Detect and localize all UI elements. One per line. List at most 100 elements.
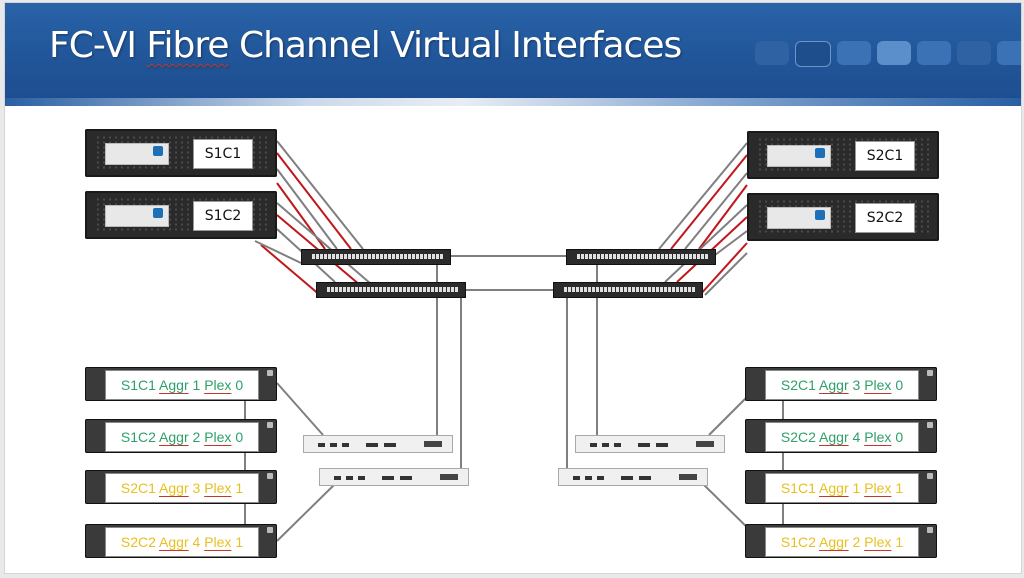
disk-shelf-site2-4: S1C2 Aggr 2 Plex 1: [745, 524, 937, 558]
shelf-face: S1C2 Aggr 2 Plex 0: [105, 422, 259, 452]
shelf-led: [267, 527, 273, 533]
title-suffix: Channel Virtual Interfaces: [228, 25, 682, 66]
bridge-port: [602, 443, 609, 447]
bridge-port: [384, 443, 396, 447]
bridge-port: [318, 443, 325, 447]
slide: FC-VI Fibre Channel Virtual Interfaces S…: [4, 2, 1022, 574]
shelf-label: S2C1 Aggr 3 Plex 1: [120, 480, 244, 496]
fc-sas-bridge-site2-b: [558, 468, 708, 486]
bridge-port: [382, 476, 394, 480]
fc-sas-bridge-site1-b: [319, 468, 469, 486]
shelf-led: [927, 422, 933, 428]
netapp-logo-icon: [153, 146, 163, 156]
bridge-port: [590, 443, 597, 447]
switch-ports: [564, 287, 696, 292]
shelf-face: S1C1 Aggr 1 Plex 0: [105, 370, 259, 400]
bridge-port: [330, 443, 337, 447]
shelf-face: S1C2 Aggr 2 Plex 1: [765, 527, 919, 557]
decorative-square: [795, 41, 831, 67]
bridge-port: [400, 476, 412, 480]
fc-switch-site1-a: [301, 249, 451, 265]
bridge-port: [614, 443, 621, 447]
shelf-led: [267, 422, 273, 428]
bridge-brand-tag: [440, 474, 458, 480]
fc-cable: [276, 140, 364, 250]
disk-shelf-site2-2: S2C2 Aggr 4 Plex 0: [745, 419, 937, 453]
shelf-led: [927, 473, 933, 479]
shelf-label: S1C2 Aggr 2 Plex 1: [780, 534, 904, 550]
disk-shelf-site1-1: S1C1 Aggr 1 Plex 0: [85, 367, 277, 401]
shelf-led: [267, 473, 273, 479]
netapp-logo-icon: [153, 208, 163, 218]
fcvi-cable: [276, 152, 352, 250]
title-banner: FC-VI Fibre Channel Virtual Interfaces: [5, 3, 1021, 106]
shelf-led: [267, 370, 273, 376]
decorative-squares: [755, 41, 1021, 67]
shelf-led: [927, 527, 933, 533]
sas-cable: [276, 382, 324, 436]
cable-diagram: [244, 140, 784, 542]
bridge-brand-tag: [679, 474, 697, 480]
shelf-led: [927, 370, 933, 376]
fcvi-cable: [260, 244, 322, 297]
fc-cable: [704, 252, 748, 296]
decorative-square: [997, 41, 1021, 65]
sas-cable: [276, 483, 336, 542]
controller-label: S1C2: [193, 201, 253, 231]
shelf-label: S1C1 Aggr 1 Plex 0: [120, 377, 244, 393]
disk-shelf-site1-4: S2C2 Aggr 4 Plex 1: [85, 524, 277, 558]
bridge-port: [597, 476, 604, 480]
fc-sas-bridge-site1-a: [303, 435, 453, 453]
controller-s2c1: S2C1: [747, 131, 939, 179]
shelf-face: S2C2 Aggr 4 Plex 0: [765, 422, 919, 452]
decorative-square: [957, 41, 991, 65]
fc-cable: [684, 172, 748, 250]
netapp-logo-icon: [815, 148, 825, 158]
netapp-logo-icon: [815, 210, 825, 220]
controller-s1c1: S1C1: [85, 129, 277, 177]
fcvi-cable: [698, 184, 748, 250]
decorative-square: [837, 41, 871, 65]
controller-label: S1C1: [193, 139, 253, 169]
shelf-label: S1C2 Aggr 2 Plex 0: [120, 429, 244, 445]
fc-switch-site2-b: [553, 282, 703, 298]
fc-sas-bridge-site2-a: [575, 435, 725, 453]
fc-cable: [658, 142, 748, 250]
decorative-square: [917, 41, 951, 65]
bridge-port: [366, 443, 378, 447]
disk-shelf-site2-1: S2C1 Aggr 3 Plex 0: [745, 367, 937, 401]
bridge-port: [621, 476, 633, 480]
fc-switch-site2-a: [566, 249, 716, 265]
slide-title: FC-VI Fibre Channel Virtual Interfaces: [49, 25, 682, 66]
shelf-label: S2C2 Aggr 4 Plex 0: [780, 429, 904, 445]
shelf-face: S2C2 Aggr 4 Plex 1: [105, 527, 259, 557]
fcvi-cable: [698, 242, 748, 297]
disk-shelf-site2-3: S1C1 Aggr 1 Plex 1: [745, 470, 937, 504]
controller-label: S2C2: [855, 203, 915, 233]
fcvi-cable: [670, 154, 748, 250]
fc-switch-site1-b: [316, 282, 466, 298]
shelf-face: S1C1 Aggr 1 Plex 1: [765, 473, 919, 503]
title-spellcheck-word: Fibre: [146, 25, 229, 66]
disk-shelf-site1-3: S2C1 Aggr 3 Plex 1: [85, 470, 277, 504]
switch-ports: [327, 287, 459, 292]
controller-s2c2: S2C2: [747, 193, 939, 241]
shelf-label: S1C1 Aggr 1 Plex 1: [780, 480, 904, 496]
bridge-port: [638, 443, 650, 447]
shelf-face: S2C1 Aggr 3 Plex 1: [105, 473, 259, 503]
decorative-square: [755, 41, 789, 65]
bridge-port: [656, 443, 668, 447]
bridge-brand-tag: [696, 441, 714, 447]
fc-cable: [254, 240, 302, 264]
bridge-port: [346, 476, 353, 480]
shelf-label: S2C2 Aggr 4 Plex 1: [120, 534, 244, 550]
shelf-label: S2C1 Aggr 3 Plex 0: [780, 377, 904, 393]
bridge-port: [358, 476, 365, 480]
bridge-port: [342, 443, 349, 447]
switch-ports: [312, 254, 444, 259]
bridge-brand-tag: [424, 441, 442, 447]
bridge-port: [639, 476, 651, 480]
controller-s1c2: S1C2: [85, 191, 277, 239]
fc-cable: [664, 204, 748, 283]
switch-ports: [577, 254, 709, 259]
